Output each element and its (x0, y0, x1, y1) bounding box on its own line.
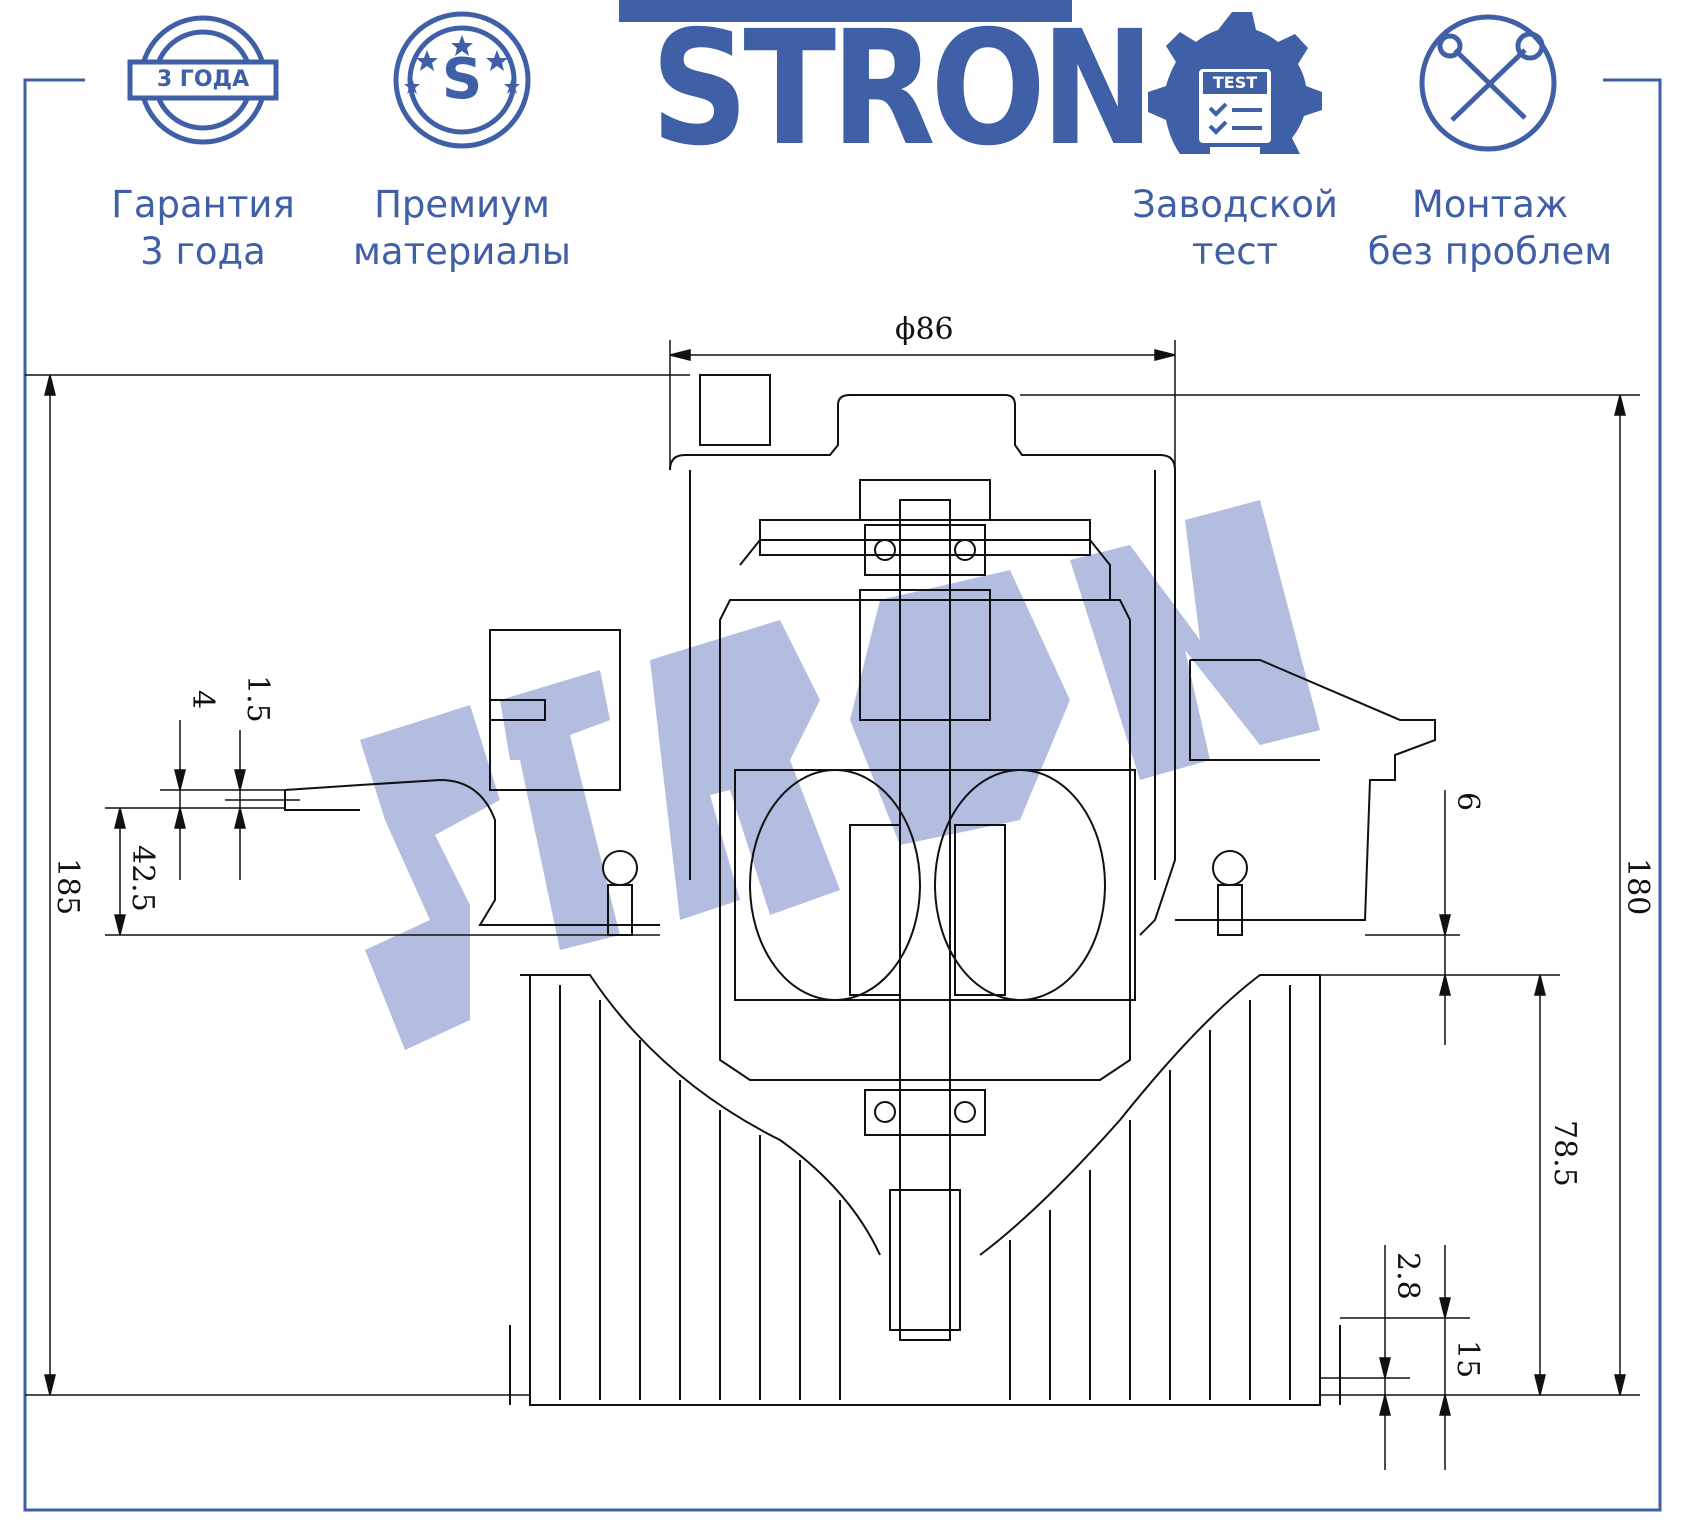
drawing-lines (284, 374, 1436, 1406)
dim-6: 6 (1450, 792, 1485, 812)
feature-premium-line2: материалы (353, 230, 571, 273)
feature-premium-label: Премиум материалы (352, 181, 572, 275)
brand-bar (619, 0, 1072, 22)
premium-s-stars (404, 35, 520, 94)
feature-install-line1: Монтаж (1411, 183, 1569, 226)
brand-name: STRON (650, 0, 1155, 181)
feature-test-line2: тест (1191, 230, 1279, 273)
factory-test-clipboard (1195, 65, 1275, 147)
warranty-seal-icon (127, 15, 279, 145)
dimension-lines (25, 340, 1640, 1470)
dim-1-5: 1.5 (240, 675, 275, 723)
feature-warranty-line1: Гарантия (111, 183, 295, 226)
watermark (360, 500, 1320, 1050)
feature-warranty-label: Гарантия 3 года (103, 181, 303, 275)
warranty-badge-text: 3 ГОДА (156, 67, 250, 92)
test-badge-text: TEST (1212, 73, 1258, 92)
dim-185: 185 (50, 858, 85, 916)
feature-warranty-line2: 3 года (140, 230, 266, 273)
dim-15: 15 (1450, 1340, 1485, 1379)
feature-test-label: Заводской тест (1120, 181, 1350, 275)
dim-180: 180 (1620, 858, 1655, 916)
premium-s-icon (393, 11, 531, 149)
frame-border (23, 78, 1662, 1512)
tools-icon (1419, 14, 1557, 152)
feature-install-label: Монтаж без проблем (1365, 181, 1615, 275)
feature-premium-line1: Премиум (374, 183, 550, 226)
dim-78-5: 78.5 (1547, 1120, 1582, 1187)
dim-diameter: ϕ86 (895, 312, 954, 347)
dim-4: 4 (185, 690, 220, 710)
feature-test-line1: Заводской (1132, 183, 1338, 226)
brand-logo: STRON (619, 0, 1154, 168)
feature-install-line2: без проблем (1367, 230, 1613, 273)
dim-2-8: 2.8 (1390, 1252, 1425, 1300)
premium-badge-text: S (441, 47, 483, 112)
dim-42-5: 42.5 (125, 845, 160, 912)
